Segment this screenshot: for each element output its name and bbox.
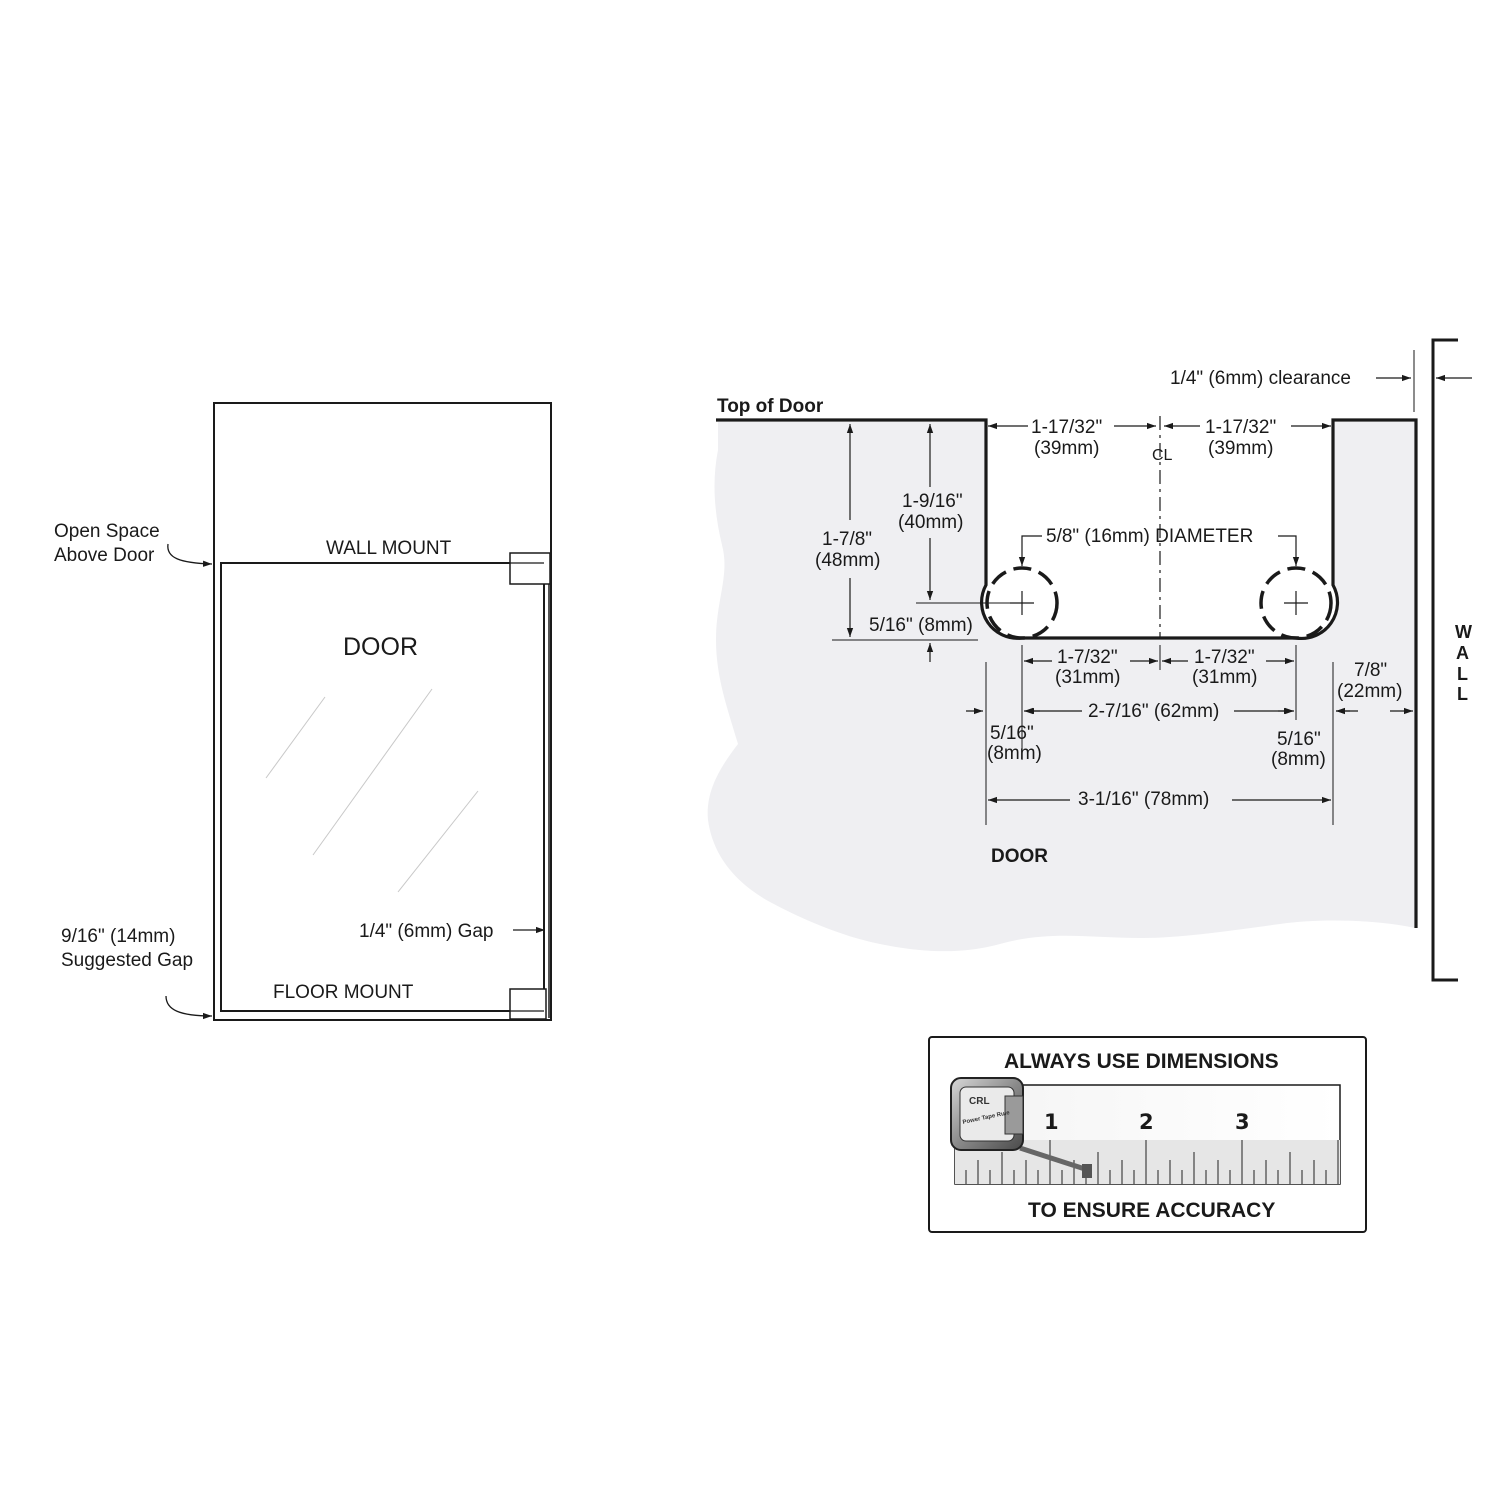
diameter-leader-left xyxy=(1018,535,1042,566)
notch-detail: W A L L 1/4" (6mm) clearance Top of Door… xyxy=(707,338,1472,982)
wall-letters: W A L L xyxy=(1455,622,1472,704)
edge-right-mm: (8mm) xyxy=(1271,749,1326,770)
diameter-leader-right xyxy=(1278,535,1300,566)
glass-door-fill xyxy=(707,422,1415,952)
gap-label: 1/4" (6mm) Gap xyxy=(359,921,494,942)
ruler-number-1: 1 xyxy=(1044,1110,1059,1134)
right-offset-mm: (39mm) xyxy=(1208,438,1273,459)
suggested-gap-arrow xyxy=(165,995,213,1020)
wall-letter-1: W xyxy=(1455,622,1472,642)
left-offset-mm: (39mm) xyxy=(1034,438,1099,459)
accuracy-notice: ALWAYS USE DIMENSIONS TO ENSURE ACCURACY… xyxy=(928,1036,1367,1233)
tape-brand: CRL xyxy=(969,1096,990,1107)
right-offset-in: 1-17/32" xyxy=(1205,417,1276,438)
height-to-hole-in: 1-9/16" xyxy=(902,491,963,512)
wall-gap-mm: (22mm) xyxy=(1337,681,1402,702)
accuracy-title: ALWAYS USE DIMENSIONS xyxy=(1004,1050,1279,1073)
suggested-gap-line1: 9/16" (14mm) xyxy=(61,926,175,947)
left-offset-in: 1-17/32" xyxy=(1031,417,1102,438)
hole-spacing-label: 2-7/16" (62mm) xyxy=(1088,701,1219,722)
wall-mount-label: WALL MOUNT xyxy=(326,538,452,559)
floor-mount-hinge xyxy=(509,988,547,1020)
diameter-label: 5/8" (16mm) DIAMETER xyxy=(1046,526,1253,547)
open-space-label-line1: Open Space xyxy=(54,521,160,542)
wall-letter-2: A xyxy=(1456,643,1469,663)
hole-right-in: 1-7/32" xyxy=(1194,647,1255,668)
hole-left-in: 1-7/32" xyxy=(1057,647,1118,668)
open-space-arrow xyxy=(167,543,213,567)
wall-line xyxy=(1431,338,1458,982)
detail-door-label: DOOR xyxy=(991,846,1048,867)
height-to-hole-mm: (40mm) xyxy=(898,512,963,533)
suggested-gap-line2: Suggested Gap xyxy=(61,950,193,971)
ruler-number-2: 2 xyxy=(1139,1110,1154,1134)
wall-letter-3: L xyxy=(1457,664,1468,684)
open-space-label-line2: Above Door xyxy=(54,545,155,566)
wall-gap-in: 7/8" xyxy=(1354,660,1387,681)
bottom-offset-label: 5/16" (8mm) xyxy=(869,615,973,636)
hole-right xyxy=(1259,566,1333,640)
tape-measure-icon: CRL Power Tape Rule xyxy=(950,1077,1092,1178)
edge-right-in: 5/16" xyxy=(1277,729,1321,750)
centerline-symbol: CL xyxy=(1152,447,1173,464)
glass-reflection-lines xyxy=(265,688,479,893)
accuracy-subtitle: TO ENSURE ACCURACY xyxy=(1028,1199,1275,1222)
top-of-door-label: Top of Door xyxy=(717,396,824,417)
hole-right-mm: (31mm) xyxy=(1192,667,1257,688)
height-total-in: 1-7/8" xyxy=(822,529,872,550)
wall-letter-4: L xyxy=(1457,684,1468,704)
hole-left xyxy=(985,566,1059,640)
lower-extension-lines xyxy=(985,645,1334,825)
height-total-mm: (48mm) xyxy=(815,550,880,571)
door-label: DOOR xyxy=(343,633,418,661)
door-panel xyxy=(220,562,545,1012)
overall-width-label: 3-1/16" (78mm) xyxy=(1078,789,1209,810)
ruler-number-3: 3 xyxy=(1235,1110,1250,1134)
floor-mount-label: FLOOR MOUNT xyxy=(273,982,414,1003)
clearance-label: 1/4" (6mm) clearance xyxy=(1170,368,1351,389)
door-opening-frame xyxy=(213,402,552,1021)
edge-left-in: 5/16" xyxy=(990,723,1034,744)
wall-mount-hinge xyxy=(509,552,551,585)
hole-left-mm: (31mm) xyxy=(1055,667,1120,688)
door-elevation: Open Space Above Door WALL MOUNT DOOR 1/… xyxy=(54,402,552,1021)
ruler-ticks xyxy=(965,1140,1339,1184)
edge-left-mm: (8mm) xyxy=(987,743,1042,764)
